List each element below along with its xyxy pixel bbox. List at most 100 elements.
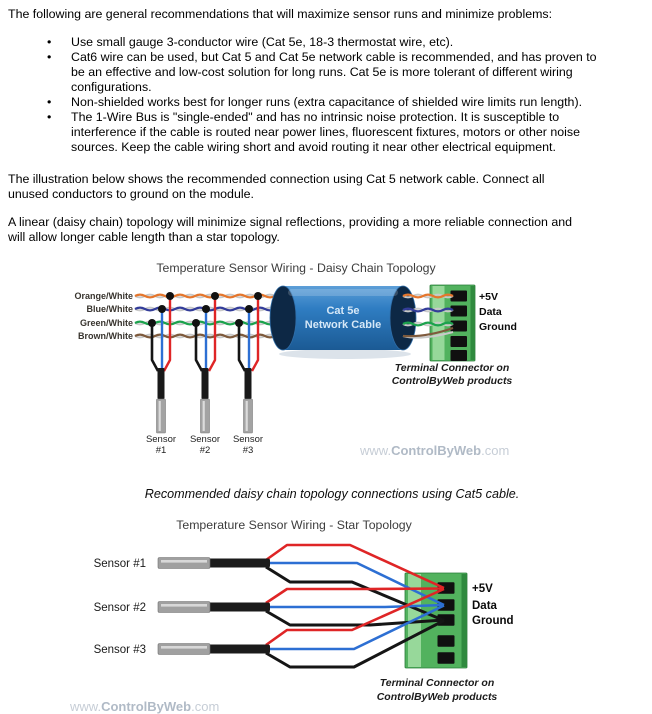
star-topology-diagram: Temperature Sensor Wiring - Star Topolog… [69,518,514,714]
s3-blue-wire [268,604,445,651]
probe-highlight [202,401,205,431]
sensor-probe [157,601,211,613]
illustration-paragraph: The illustration below shows the recomme… [8,172,545,201]
sensor3-number: #3 [243,445,254,456]
probe-highlight [158,401,161,431]
sensor-cable [208,644,270,654]
label-data: Data [472,600,498,612]
paragraph-line: The following are general recommendation… [8,7,553,21]
bullet-text: The 1-Wire Bus is "single-ended" and has… [71,110,580,154]
sensor1-label: Sensor [146,434,176,445]
sensor-probe [157,643,211,655]
cylinder-highlight [288,289,398,296]
junction-dots [148,292,262,327]
bullet-item: • The 1-Wire Bus is "single-ended" and h… [47,110,647,155]
drop-black [150,323,160,372]
wire-label-green-white: Green/White [80,318,133,328]
sensor3-label: Sensor #3 [94,644,146,656]
bullet-item: • Cat6 wire can be used, but Cat 5 and C… [47,50,647,95]
sensor1-number: #1 [156,445,167,456]
twisted-pairs-right [402,293,454,339]
bullet-item: • Use small gauge 3-conductor wire (Cat … [47,35,647,50]
probe-highlight [161,646,207,649]
sensor-drop-wires [150,296,260,372]
drop-black [194,323,204,372]
sensor-cable [208,602,270,612]
label-ground: Ground [479,321,517,333]
bullet-marker: • [47,95,52,109]
drop-black [237,323,247,372]
cylinder-shadow [279,349,411,359]
blue-wire [402,307,454,313]
watermark-brand: ControlByWeb [101,699,191,714]
watermark: www.ControlByWeb.com [69,699,219,714]
s3-black-wire [265,619,445,669]
sensor-probe [157,557,211,569]
cylinder-left-end [269,285,297,351]
wire-label-blue-white: Blue/White [87,304,134,314]
watermark-com: .com [191,699,219,714]
drop-red [162,296,172,372]
sensor1-label: Sensor #1 [94,558,146,570]
bullet-text: Cat6 wire can be used, but Cat 5 and Cat… [71,50,597,94]
label-plus5v: +5V [472,583,493,595]
terminal-dark-edge [470,286,475,360]
sensor-probe [243,398,253,434]
s1-red-wire [265,543,445,590]
cable-label-line2: Network Cable [305,319,381,331]
terminal-caption-line2: ControlByWeb products [377,691,498,703]
drop-red [250,296,260,372]
cable-label-line1: Cat 5e [326,305,359,317]
bullet-text: Use small gauge 3-conductor wire (Cat 5e… [71,35,454,49]
terminal-caption-line1: Terminal Connector on [395,362,510,374]
bullet-item: • Non-shielded works best for longer run… [47,95,647,110]
watermark: www.ControlByWeb.com [359,443,509,458]
watermark-com: .com [481,443,509,458]
sensor-probe [156,398,166,434]
label-data: Data [479,306,502,318]
terminal-dark-edge [461,574,467,667]
sensor-cable [208,558,270,568]
sensor2-label: Sensor #2 [94,602,146,614]
orange-wire [402,293,454,299]
sensor3-label: Sensor [233,434,263,445]
sensor2-label: Sensor [190,434,220,445]
sensor-cable [201,368,209,399]
sensor2-number: #2 [200,445,211,456]
bullet-marker: • [47,110,52,124]
cat5e-cable-cylinder: Cat 5e Network Cable [269,285,417,359]
wire-label-brown-white: Brown/White [78,331,133,341]
linear-topology-paragraph: A linear (daisy chain) topology will min… [8,215,573,244]
probe-highlight [161,560,207,563]
green-wire [402,321,454,327]
brown-wire [402,326,454,338]
probe-highlight [161,604,207,607]
watermark-brand: ControlByWeb [391,443,481,458]
bullet-list: • Use small gauge 3-conductor wire (Cat … [47,35,647,155]
bullet-marker: • [47,35,52,49]
bullet-marker: • [47,50,52,64]
cylinder-right-end [389,285,417,351]
sensor-cable [244,368,252,399]
s2-blue-wire [268,603,445,609]
s2-red-wire [265,587,445,605]
s1-black-wire [265,565,445,622]
terminal-holes [450,290,467,361]
label-plus5v: +5V [479,291,498,303]
daisy-chain-diagram: Temperature Sensor Wiring - Daisy Chain … [74,261,517,458]
diagram2-title: Temperature Sensor Wiring - Star Topolog… [176,518,412,532]
watermark-www: www. [69,699,101,714]
sensor-assemblies: Sensor #1 Sensor #2 Sensor #3 [146,368,263,456]
watermark-www: www. [359,443,391,458]
bullet-text: Non-shielded works best for longer runs … [71,95,583,109]
probe-highlight [245,401,248,431]
sensor-probe [200,398,210,434]
diagram1-title: Temperature Sensor Wiring - Daisy Chain … [156,261,436,275]
orange-wire [134,293,276,299]
s3-red-wire [265,587,445,647]
star-sensors: Sensor #1 Sensor #2 Sensor #3 [94,557,270,656]
wire-label-orange-white: Orange/White [74,291,133,301]
terminal-caption-line2: ControlByWeb products [392,375,513,387]
s1-blue-wire [268,561,445,607]
